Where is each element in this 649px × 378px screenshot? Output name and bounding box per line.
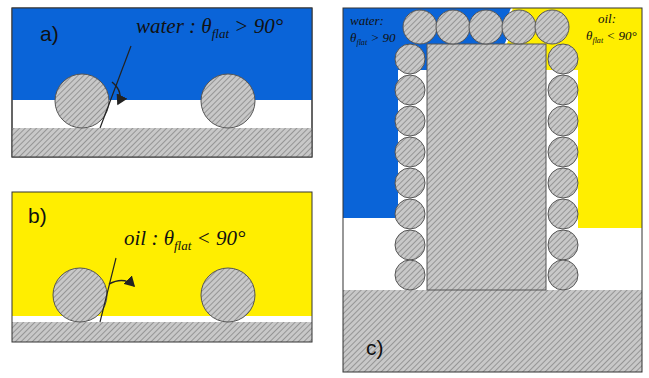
panel-b (12, 192, 312, 342)
contact-angle-label: oil : θflat < 90° (124, 226, 245, 254)
panel-letter: a) (40, 22, 59, 46)
panel-letter: b) (28, 204, 47, 228)
panel-a (12, 8, 312, 157)
contact-angle-label: θflat > 90 (350, 31, 395, 47)
contact-angle-label: θflat < 90° (586, 29, 637, 45)
panel-letter: c) (366, 336, 384, 360)
fluid-name: oil: (598, 12, 616, 27)
panel-c (343, 8, 642, 372)
fluid-name: water: (350, 14, 384, 29)
contact-angle-label: water : θflat > 90° (136, 14, 283, 42)
